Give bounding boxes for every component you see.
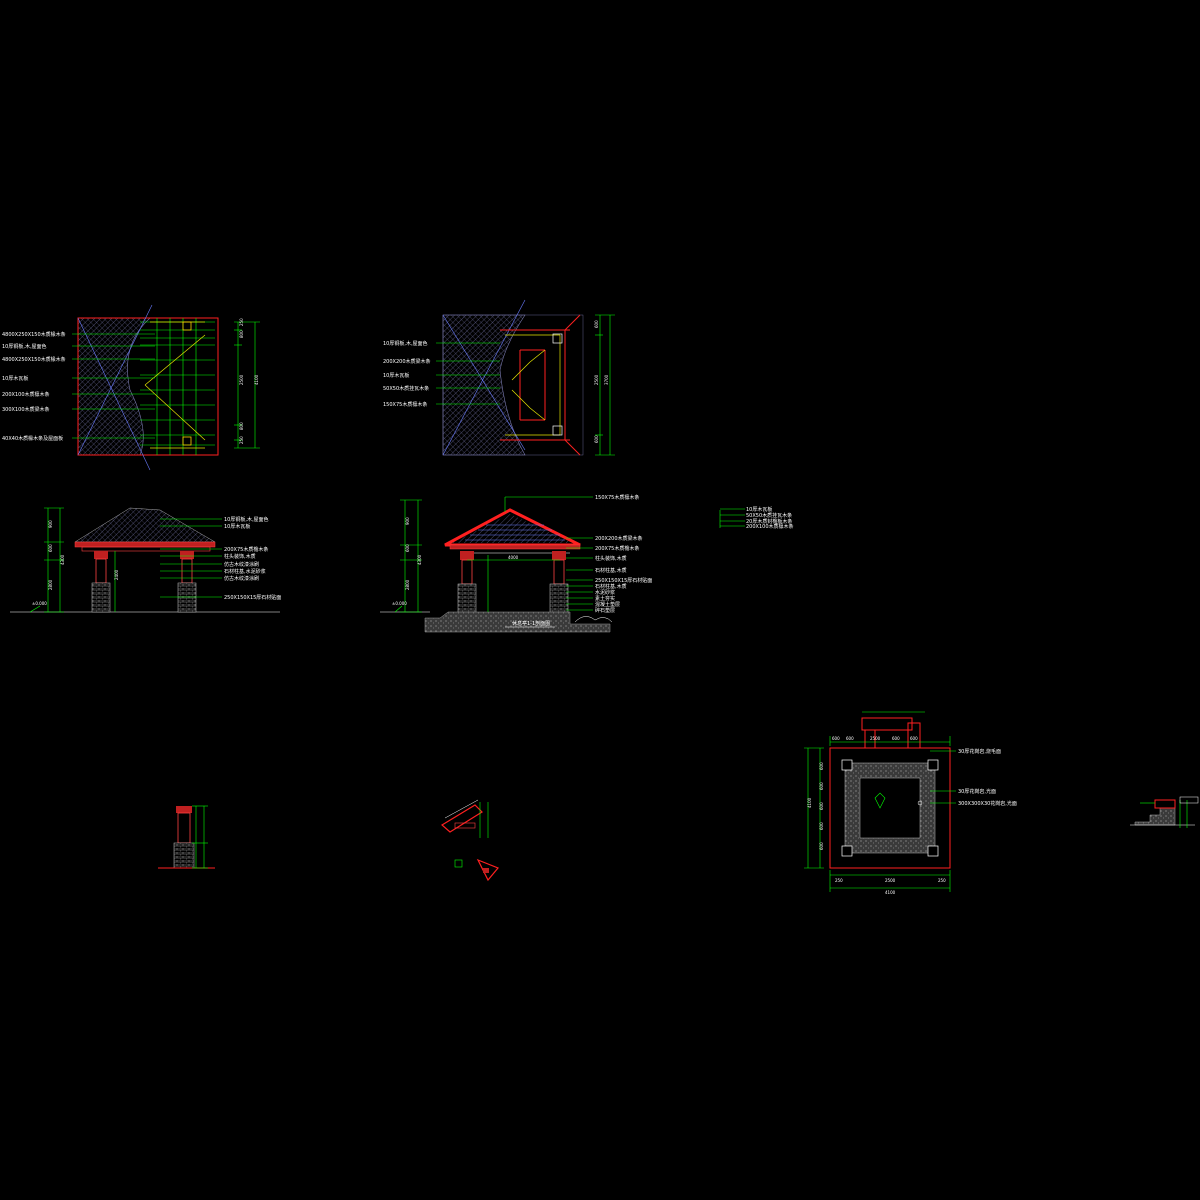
foundation-bottom-dim: 2500 <box>885 878 896 883</box>
section-dim: 900 <box>405 517 410 525</box>
foundation-label: 30厚花岗岩,光面 <box>958 788 996 795</box>
ceiling-plan-label: 50X50木质挂瓦木条 <box>383 385 429 392</box>
foundation-top-dim: 600 <box>892 736 900 741</box>
ceiling-plan-dim: 600 <box>594 435 599 443</box>
section-span: 4000 <box>508 555 519 560</box>
front-elevation-dim: 2800 <box>48 579 53 590</box>
front-elevation-dim: 600 <box>48 544 53 552</box>
section-label: 石材柱基,木质 <box>595 583 627 590</box>
foundation-side-dim: 600 <box>819 782 824 790</box>
right-column <box>177 551 197 613</box>
section-label: 250X150X15厚石材贴面 <box>595 577 652 584</box>
roof-plan-label: 40X40木质椽木条及屋面板 <box>2 435 63 442</box>
foundation-plan: 30厚花岗岩,烧毛面 30厚花岗岩,光面 300X300X30花岗岩,光面 600 6… <box>804 711 1017 895</box>
foundation-top-dim: 600 <box>832 736 840 741</box>
front-elevation-dim: 2400 <box>114 569 119 580</box>
section-label: 石材柱基,木质 <box>595 567 627 574</box>
foundation-bottom-dim: 250 <box>938 878 946 883</box>
section-title: 休息亭1-1剖面图 <box>512 620 550 627</box>
section-dim: 2800 <box>405 579 410 590</box>
roof-plan-label: 4800X250X150木质椽木条 <box>2 356 66 363</box>
section-level: ±0.000 <box>392 601 407 606</box>
roof-plan-dim: 4100 <box>254 374 259 385</box>
roof-plan-dim: 2500 <box>239 374 244 385</box>
foundation-side-dim: 600 <box>819 842 824 850</box>
section-label: 柱头装饰,木质 <box>595 555 627 562</box>
front-elevation-label: 10厚铜板,木,屋面色 <box>224 516 269 523</box>
foundation-side-dim: 600 <box>819 762 824 770</box>
column-detail <box>158 805 215 869</box>
legend-label: 200X100木质檩木条 <box>746 523 794 530</box>
ceiling-plan: 10厚铜板,木,屋面色 200X200木质梁木条 10厚木瓦板 50X50木质挂瓦木条… <box>383 299 615 456</box>
section-label: 150X75木质檩木条 <box>595 494 639 501</box>
front-elevation-dim: 900 <box>48 520 53 528</box>
front-elevation-label: 石材柱基,水泥砂浆 <box>224 568 266 575</box>
foundation-label: 300X300X30花岗岩,光面 <box>958 800 1017 807</box>
section-label: 水泥砂浆 <box>595 589 615 596</box>
section-dim: 600 <box>405 544 410 552</box>
section-label: 200X200木质梁木条 <box>595 535 643 542</box>
section-1-1: 150X75木质檩木条 200X200木质梁木条 200X75木质檐木条柱头装饰,木… <box>380 494 652 633</box>
ceiling-plan-dim: 2500 <box>594 374 599 385</box>
ceiling-plan-label: 200X200木质梁木条 <box>383 358 431 365</box>
ceiling-plan-label: 10厚木瓦板 <box>383 372 409 379</box>
front-elevation-label: 250X150X15厚石材贴面 <box>224 594 281 601</box>
ceiling-plan-dim: 600 <box>594 320 599 328</box>
legend-label: 10厚木瓦板 <box>746 506 772 513</box>
roof-plan: 4800X250X150木质椽木条 10厚铜板,木,屋面色 4800X250X150… <box>2 304 260 471</box>
step-detail <box>1130 796 1199 828</box>
ceiling-plan-label: 10厚铜板,木,屋面色 <box>383 340 428 347</box>
front-elevation-label: 仿古木纹漆涂刷 <box>224 561 259 568</box>
roof-plan-label: 4800X250X150木质椽木条 <box>2 331 66 338</box>
front-elevation-label: 柱头装饰,木质 <box>224 553 256 560</box>
front-elevation-label: 200X75木质檐木条 <box>224 546 268 553</box>
foundation-side-dim: 600 <box>819 822 824 830</box>
foundation-bottom-dim: 250 <box>835 878 843 883</box>
foundation-top-dim: 600 <box>846 736 854 741</box>
left-column <box>91 551 111 613</box>
ceiling-plan-label: 150X75木质檩木条 <box>383 401 427 408</box>
eave-details <box>440 799 499 882</box>
roof-plan-label: 200X100木质檩木条 <box>2 391 50 398</box>
front-elevation-dim: 4300 <box>60 554 65 565</box>
roof-plan-dim: 250 <box>239 318 244 326</box>
roof-plan-label: 300X100木质梁木条 <box>2 406 50 413</box>
section-label: 200X75木质檐木条 <box>595 545 639 552</box>
roof-plan-dim: 250 <box>239 436 244 444</box>
ceiling-plan-dim: 3700 <box>604 374 609 385</box>
front-elevation-label: 仿古木纹漆涂刷 <box>224 575 259 582</box>
foundation-side-dim: 4100 <box>807 797 812 808</box>
section-label: 素土夯实 <box>595 595 615 602</box>
front-elevation-label: 10厚木瓦板 <box>224 523 250 530</box>
roof-plan-dim: 800 <box>239 422 244 430</box>
foundation-top-dim: 2500 <box>870 736 881 741</box>
foundation-label: 30厚花岗岩,烧毛面 <box>958 748 1001 755</box>
foundation-side-dim: 600 <box>819 802 824 810</box>
legend-label: 20厚木质封檐板木条 <box>746 518 792 525</box>
roof-plan-label: 10厚铜板,木,屋面色 <box>2 343 47 350</box>
legend-label: 50X50木质挂瓦木条 <box>746 512 792 519</box>
section-label: 混凝土垫层 <box>595 601 620 608</box>
front-elevation-level: ±0.000 <box>32 601 47 606</box>
roof-plan-dim: 800 <box>239 330 244 338</box>
roof-plan-label: 10厚木瓦板 <box>2 375 28 382</box>
section-label: 碎石垫层 <box>595 607 615 614</box>
foundation-top-dim: 600 <box>910 736 918 741</box>
section-dim: 4300 <box>417 554 422 565</box>
foundation-total-dim: 4100 <box>885 890 896 895</box>
